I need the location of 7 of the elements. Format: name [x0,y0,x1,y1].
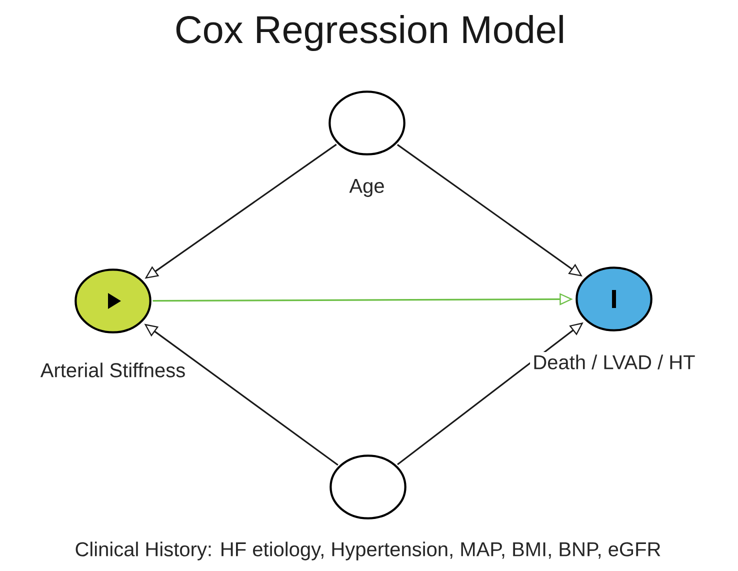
node-ellipse [328,90,406,156]
node-label: Death / LVAD / HT [530,352,698,372]
node-label: Clinical History: HF etiology, Hypertension, MAP, BMI, BNP, eGFR [72,539,664,563]
node-ellipse [330,454,406,520]
title: Cox Regression Model [176,14,563,52]
node-label: Arterial Stiffness [38,360,188,380]
node-label: Age [346,176,388,200]
